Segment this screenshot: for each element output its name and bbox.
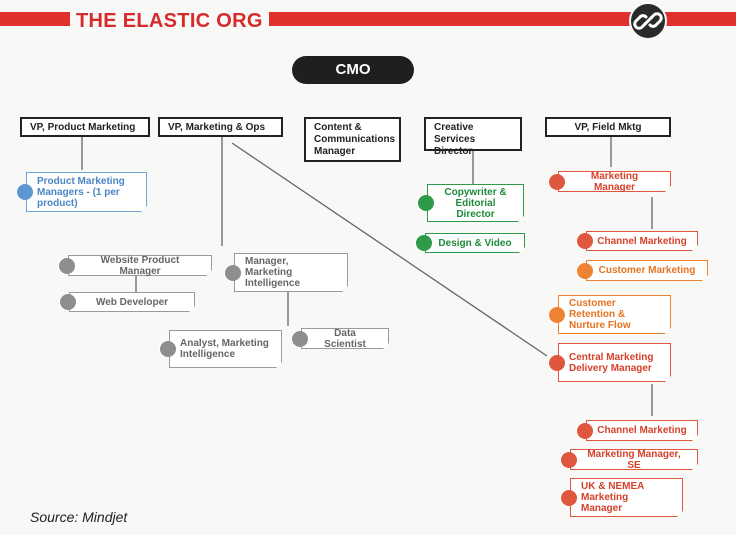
corner-fold-icon: [690, 243, 699, 252]
node-tab-icon: [225, 264, 241, 281]
node-tab-icon: [561, 451, 577, 468]
corner-fold-icon: [675, 509, 684, 518]
node-label: Channel Marketing: [597, 235, 687, 247]
product-marketing-managers-node[interactable]: Product Marketing Managers - (1 per prod…: [17, 172, 148, 213]
node-tab-icon: [549, 173, 565, 190]
design-video-node[interactable]: Design & Video: [416, 233, 526, 254]
corner-fold-icon: [690, 433, 699, 442]
node-tab-icon: [549, 354, 565, 371]
corner-fold-icon: [139, 204, 148, 213]
central-marketing-delivery-manager-node[interactable]: Central Marketing Delivery Manager: [549, 343, 672, 383]
node-tab-icon: [59, 257, 75, 274]
corner-fold-icon: [187, 304, 196, 313]
node-tab-icon: [577, 233, 593, 249]
customer-retention-node[interactable]: Customer Retention & Nurture Flow: [549, 295, 672, 335]
node-label: Web Developer: [95, 296, 169, 308]
corner-fold-icon: [663, 184, 672, 193]
corner-fold-icon: [663, 326, 672, 335]
marketing-manager-node[interactable]: Marketing Manager: [549, 170, 672, 193]
node-label: Marketing Manager, SE: [587, 448, 681, 471]
node-tab-icon: [160, 341, 176, 357]
node-label: Data Scientist: [324, 327, 366, 350]
node-label: Manager, Marketing Intelligence: [245, 256, 301, 289]
channel-marketing-node[interactable]: Channel Marketing: [577, 231, 699, 252]
node-tab-icon: [549, 306, 565, 323]
node-label: Customer Marketing: [598, 265, 696, 276]
node-label: Product Marketing Managers - (1 per prod…: [37, 175, 125, 209]
node-label: Central Marketing Delivery Manager: [569, 351, 654, 374]
marketing-manager-se-node[interactable]: Marketing Manager, SE: [561, 448, 699, 471]
node-tab-icon: [416, 235, 432, 251]
page-title: THE ELASTIC ORG: [70, 7, 269, 37]
node-tab-icon: [60, 294, 76, 310]
corner-fold-icon: [340, 284, 349, 293]
node-label: Customer Retention & Nurture Flow: [569, 298, 631, 331]
vp-marketing-ops-box[interactable]: VP, Marketing & Ops: [158, 117, 283, 137]
source-caption: Source: Mindjet: [30, 509, 128, 525]
website-product-manager-node[interactable]: Website Product Manager: [59, 254, 213, 277]
data-scientist-node[interactable]: Data Scientist: [292, 327, 390, 350]
content-comms-manager-box[interactable]: Content & Communications Manager: [304, 117, 401, 162]
node-tab-icon: [577, 422, 593, 439]
node-tab-icon: [577, 262, 593, 279]
vp-field-mktg-box[interactable]: VP, Field Mktg: [545, 117, 671, 137]
node-label: Analyst, Marketing Intelligence: [180, 338, 269, 360]
manager-marketing-intelligence-node[interactable]: Manager, Marketing Intelligence: [225, 253, 349, 293]
node-label: Marketing Manager: [590, 170, 639, 193]
link-chain-icon: [629, 2, 667, 40]
node-tab-icon: [561, 489, 577, 506]
corner-fold-icon: [381, 341, 390, 350]
node-tab-icon: [17, 184, 33, 200]
corner-fold-icon: [517, 245, 526, 254]
corner-fold-icon: [700, 273, 709, 282]
uk-nemea-marketing-manager-node[interactable]: UK & NEMEA Marketing Manager: [561, 478, 684, 518]
node-label: UK & NEMEA Marketing Manager: [581, 481, 644, 514]
copywriter-editorial-director-node[interactable]: Copywriter & Editorial Director: [418, 184, 525, 223]
node-tab-icon: [418, 195, 434, 211]
corner-fold-icon: [204, 268, 213, 277]
creative-services-director-box[interactable]: Creative Services Director: [424, 117, 522, 157]
vp-product-marketing-box[interactable]: VP, Product Marketing: [20, 117, 150, 137]
cmo-node[interactable]: CMO: [292, 56, 414, 84]
node-label: Copywriter & Editorial Director: [444, 186, 507, 220]
analyst-marketing-intelligence-node[interactable]: Analyst, Marketing Intelligence: [160, 330, 283, 369]
channel-marketing-node[interactable]: Channel Marketing: [577, 420, 699, 442]
corner-fold-icon: [516, 214, 525, 223]
customer-marketing-node[interactable]: Customer Marketing: [577, 260, 709, 282]
corner-fold-icon: [663, 374, 672, 383]
corner-fold-icon: [274, 360, 283, 369]
node-label: Website Product Manager: [100, 254, 180, 277]
node-label: Design & Video: [438, 237, 512, 249]
web-developer-node[interactable]: Web Developer: [60, 292, 196, 313]
node-label: Channel Marketing: [597, 425, 687, 436]
node-tab-icon: [292, 330, 308, 347]
corner-fold-icon: [690, 462, 699, 471]
